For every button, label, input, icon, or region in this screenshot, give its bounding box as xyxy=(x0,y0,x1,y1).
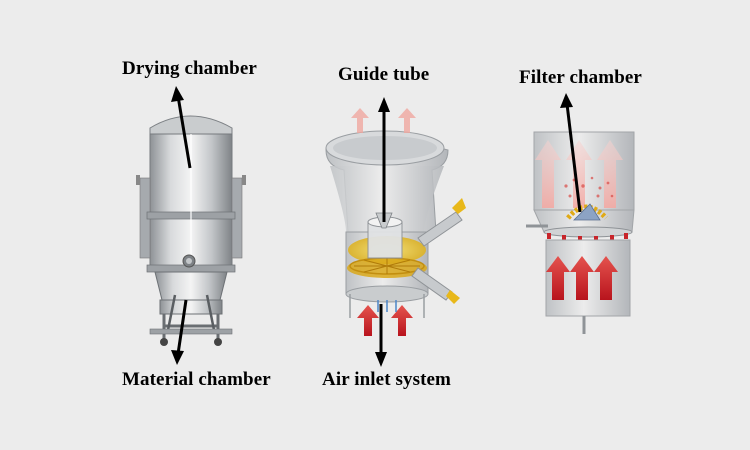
filter-chamber-label: Filter chamber xyxy=(519,67,642,88)
pointer-arrows xyxy=(171,86,582,367)
guide-tube-label: Guide tube xyxy=(338,64,430,85)
filter-chamber-arrow xyxy=(560,93,582,213)
filter-chamber-diagram xyxy=(526,131,635,334)
material-chamber-label: Material chamber xyxy=(122,369,271,390)
air-inlet-system-arrow xyxy=(375,304,387,367)
drying-chamber-label: Drying chamber xyxy=(122,58,257,79)
guide-tube-arrow xyxy=(378,97,390,222)
fluid-bed-dryer-machine xyxy=(136,115,246,346)
air-inlet-system-label: Air inlet system xyxy=(322,369,451,390)
guide-tube-chamber-diagram xyxy=(325,108,466,336)
drying-chamber-arrow xyxy=(171,86,192,169)
material-chamber-arrow xyxy=(171,299,188,365)
